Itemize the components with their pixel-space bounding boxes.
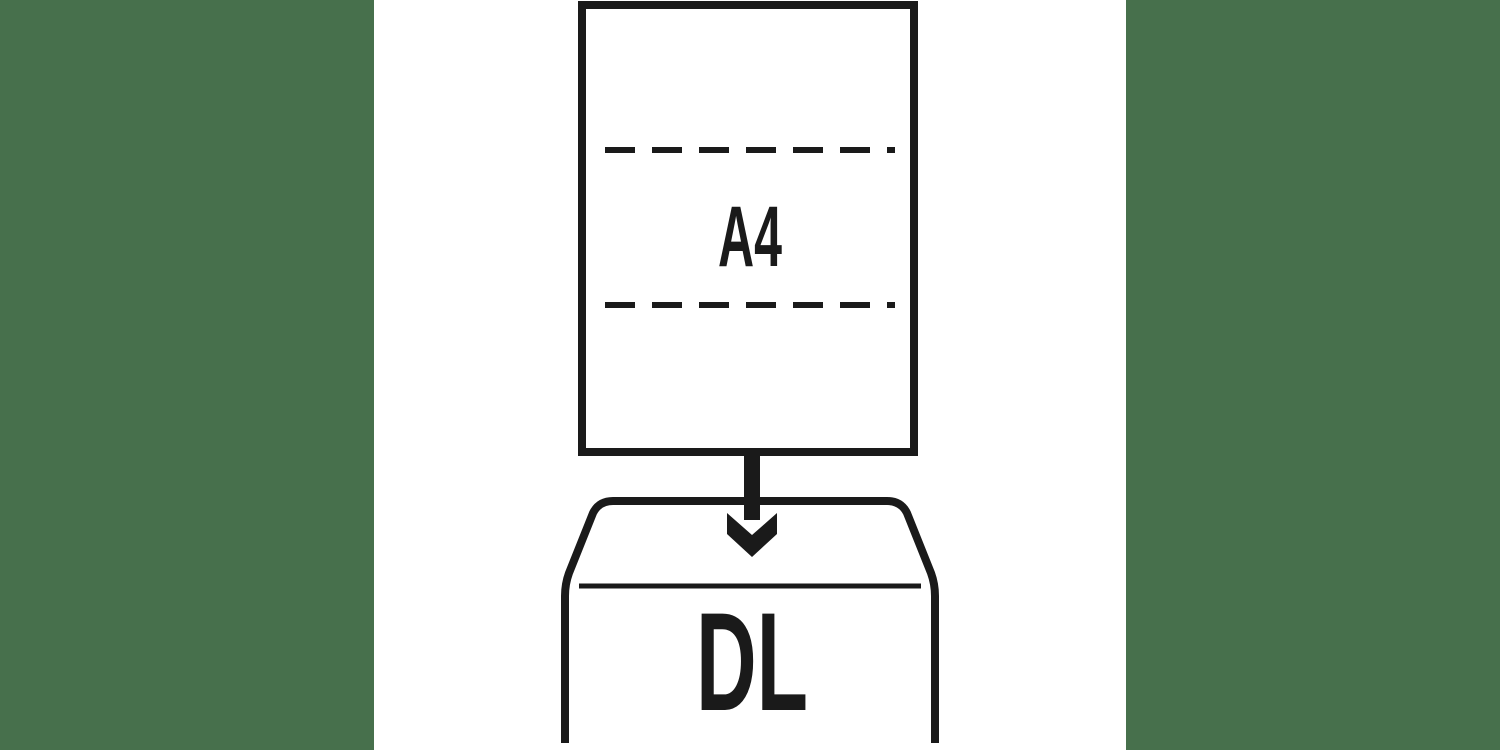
right-green-band bbox=[1126, 0, 1500, 750]
arrow-shaft bbox=[744, 452, 760, 520]
dl-envelope-group: DL bbox=[561, 497, 939, 743]
dl-label: DL bbox=[696, 583, 808, 740]
arrow-head bbox=[727, 513, 777, 557]
a4-to-dl-diagram: A4 DL bbox=[561, 1, 939, 743]
left-green-band bbox=[0, 0, 374, 750]
a4-paper-group: A4 bbox=[578, 1, 918, 456]
white-illustration-panel: A4 DL bbox=[374, 0, 1126, 750]
dl-envelope-outline bbox=[561, 497, 939, 743]
a4-label: A4 bbox=[718, 189, 782, 285]
